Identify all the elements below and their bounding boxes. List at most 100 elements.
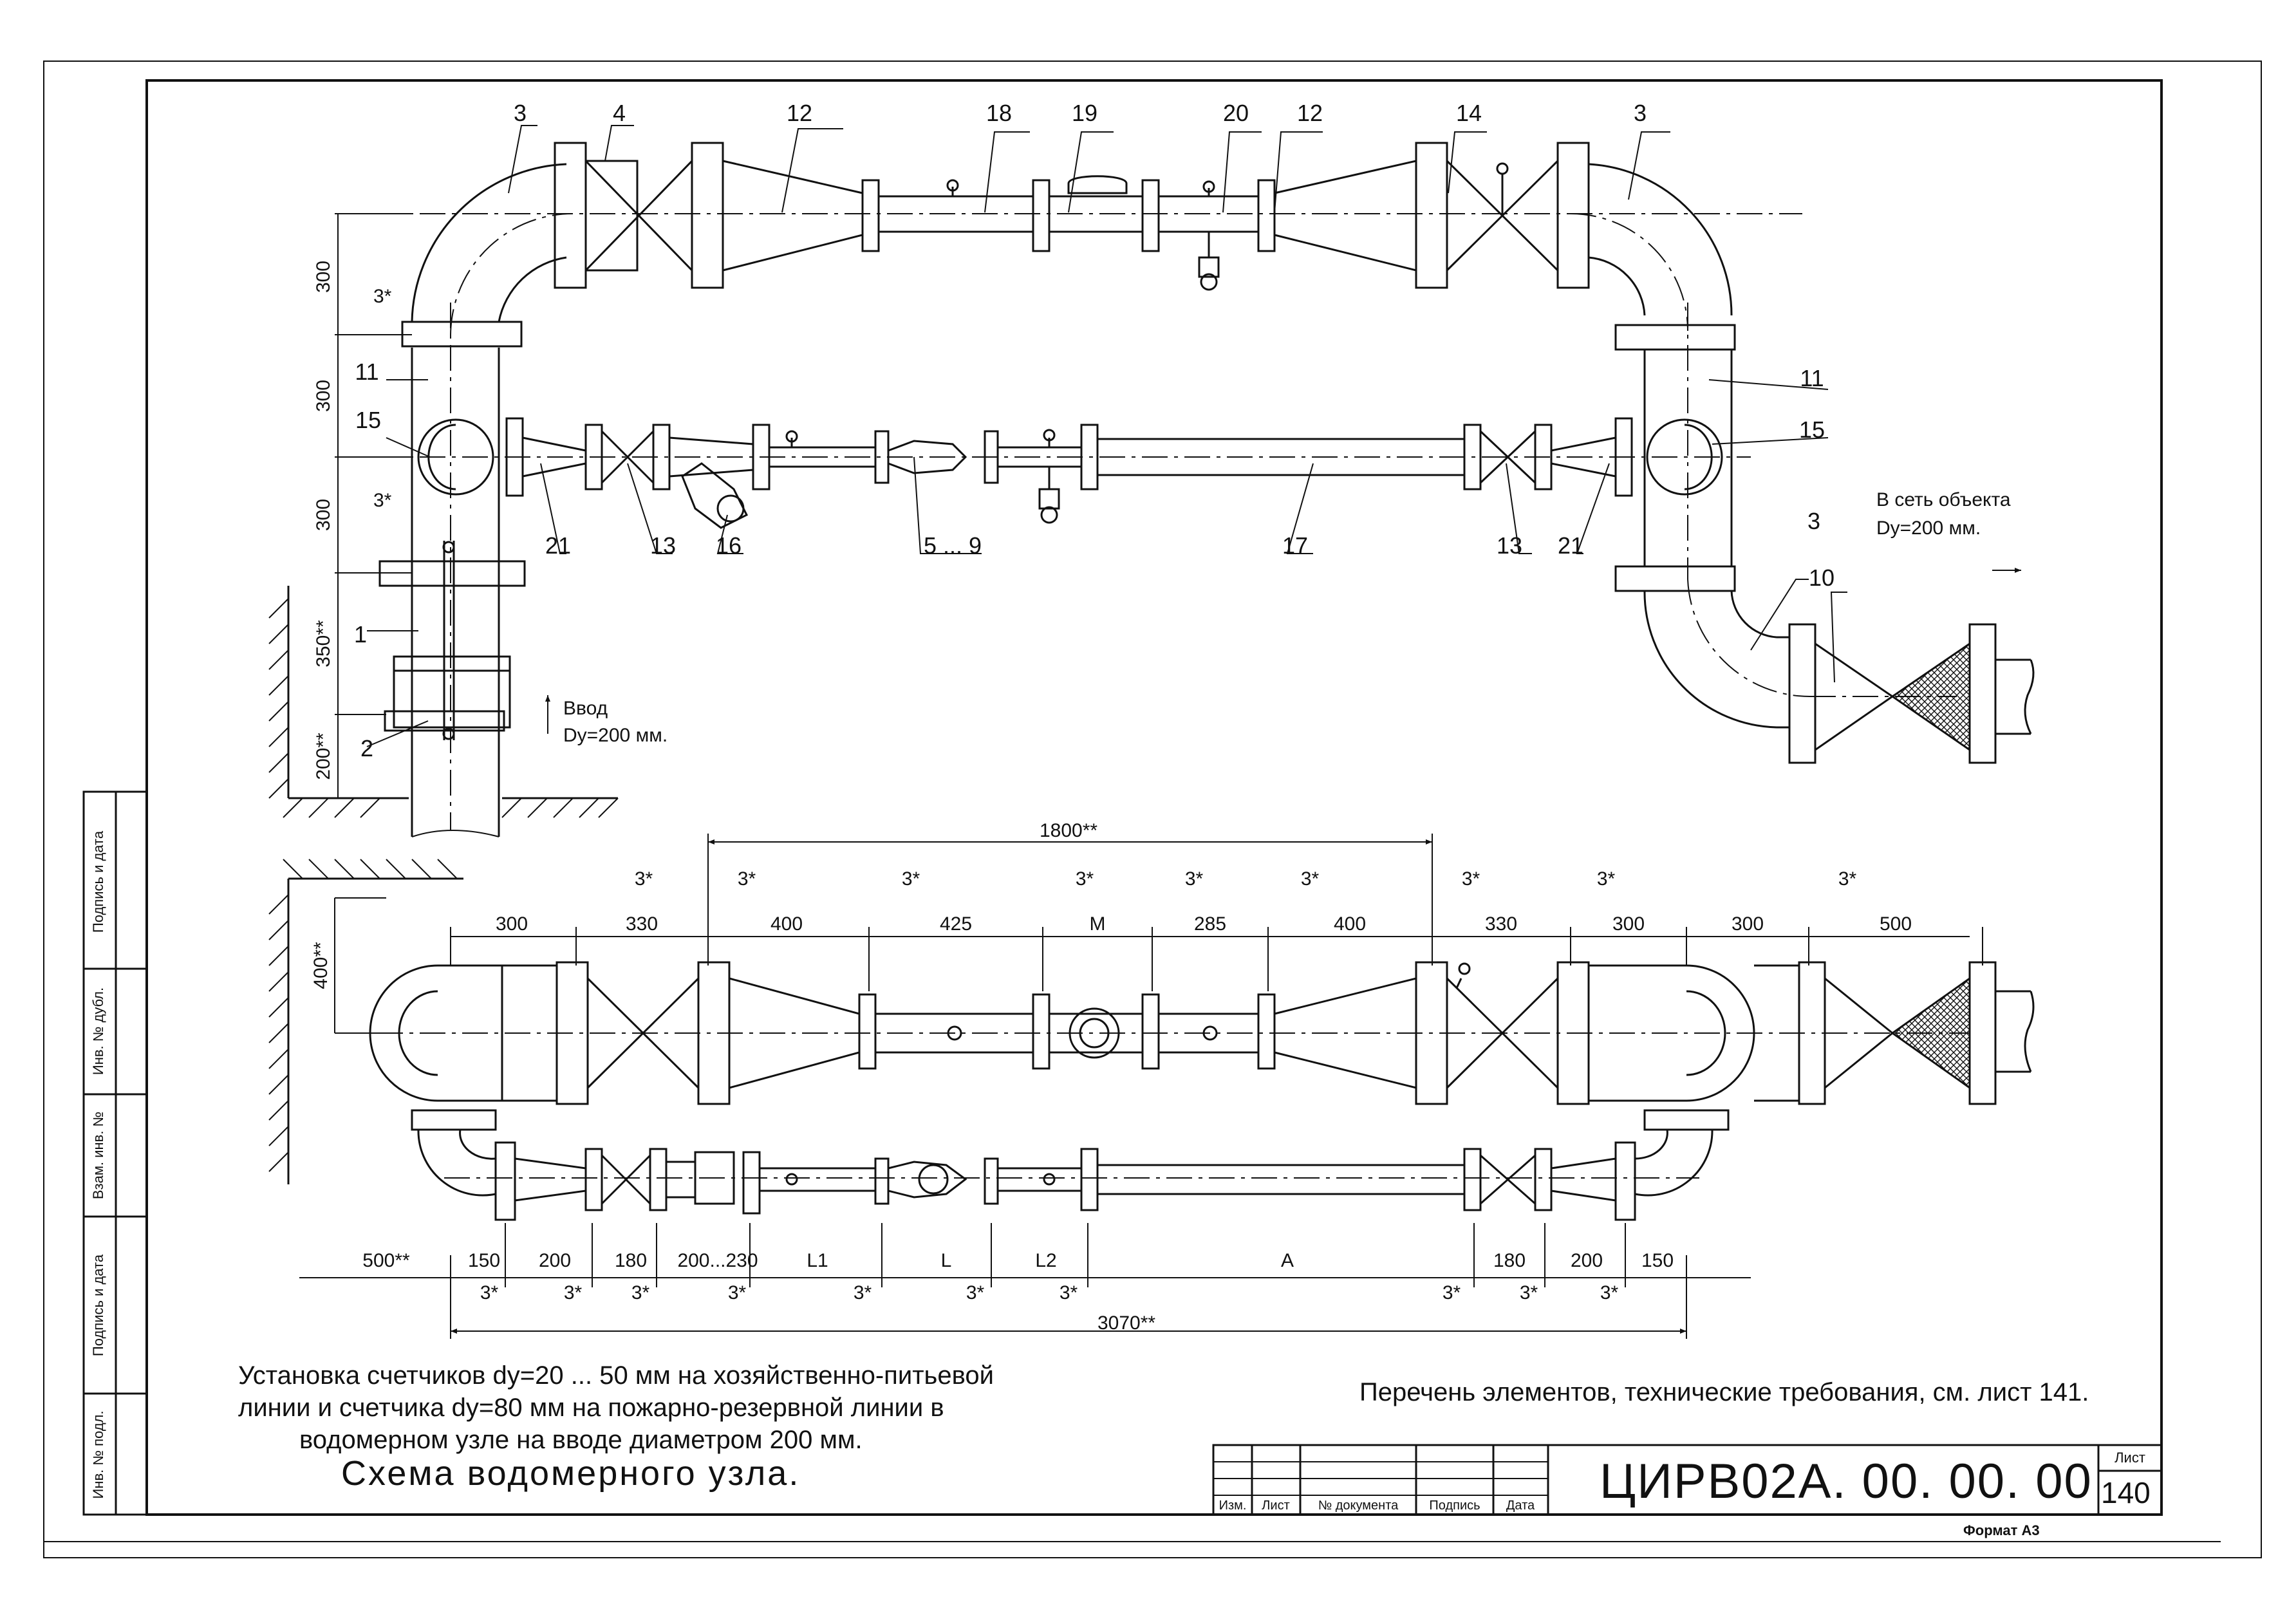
col-izm: Изм. — [1219, 1498, 1247, 1513]
upper-view — [269, 126, 2033, 837]
gap-mark: 3* — [1597, 868, 1616, 890]
gap-mark: 3* — [902, 868, 920, 890]
dim-label: 150 — [1641, 1250, 1674, 1271]
dim-label: 150 — [468, 1250, 500, 1271]
dim-label: 285 — [1194, 913, 1226, 935]
dim-label: 300 — [313, 499, 334, 531]
dim-label: 180 — [615, 1250, 647, 1271]
outlet-size: Dy=200 мм. — [1876, 518, 1981, 539]
dim-label: L2 — [1035, 1250, 1056, 1271]
gap-mark: 3* — [738, 868, 756, 890]
col-doc: № документа — [1318, 1498, 1399, 1513]
reference-note: Перечень элементов, технические требован… — [1359, 1378, 2089, 1406]
outlet-label: В сеть объекта — [1876, 489, 2011, 510]
dim-label: 300 — [313, 261, 334, 293]
pos-label: 18 — [986, 100, 1012, 126]
dim-label: 500 — [1880, 913, 1912, 935]
pos-label: 16 — [716, 532, 742, 559]
pos-label: 20 — [1223, 100, 1249, 126]
pos-label: 15 — [1799, 416, 1825, 443]
stamp-label: Взам. инв. № — [90, 1112, 106, 1199]
upper-position-labels: 3 4 12 18 19 20 12 14 3 11 15 1 2 11 15 … — [354, 100, 1835, 761]
gap-mark: 3* — [854, 1282, 872, 1303]
gap-mark: 3* — [1520, 1282, 1538, 1303]
dim-label: A — [1281, 1250, 1294, 1271]
stamp-label: Инв. № подл. — [90, 1410, 106, 1498]
gap-mark: 3* — [373, 286, 392, 307]
gap-mark: 3* — [966, 1282, 985, 1303]
col-date: Дата — [1506, 1498, 1535, 1513]
description-line-1: Установка счетчиков dy=20 ... 50 мм на х… — [238, 1361, 994, 1390]
pos-label: 19 — [1072, 100, 1097, 126]
paper-format: Формат А3 — [1963, 1522, 2040, 1538]
stamp-label: Подпись и дата — [90, 1254, 106, 1356]
dim-label: L — [941, 1250, 952, 1271]
dim-label: M — [1090, 913, 1106, 935]
gap-mark: 3* — [480, 1282, 499, 1303]
inlet-size: Dy=200 мм. — [563, 725, 668, 746]
pos-label: 21 — [1558, 532, 1583, 559]
flow-annotations: Ввод Dy=200 мм. В сеть объекта Dy=200 мм… — [563, 489, 2011, 746]
dim-label: L1 — [807, 1250, 828, 1271]
plan-top-dims: 1800** 400** 300 330 400 425 M 285 400 3… — [310, 820, 1912, 989]
pos-label: 21 — [545, 532, 571, 559]
gap-mark: 3* — [1600, 1282, 1619, 1303]
stamp-label: Инв. № дубл. — [90, 987, 106, 1075]
dim-label: 425 — [940, 913, 972, 935]
pos-label: 12 — [1297, 100, 1323, 126]
pos-label: 13 — [650, 532, 676, 559]
dim-label: 350** — [313, 620, 334, 667]
title-block-headers: Изм. Лист № документа Подпись Дата Лист — [1219, 1450, 2145, 1513]
pos-label: 5 ... 9 — [924, 532, 982, 559]
pos-label: 12 — [787, 100, 812, 126]
pos-label: 11 — [355, 359, 378, 385]
sheet-label: Лист — [2115, 1450, 2145, 1466]
dim-label: 200 — [1571, 1250, 1603, 1271]
pos-label: 17 — [1282, 532, 1308, 559]
dim-label: 300 — [496, 913, 528, 935]
dim-label: 1800** — [1040, 820, 1097, 841]
inlet-label: Ввод — [563, 698, 608, 719]
pos-label: 13 — [1497, 532, 1522, 559]
gap-mark: 3* — [1301, 868, 1320, 890]
stamp-label: Подпись и дата — [90, 830, 106, 933]
sheet-number: 140 — [2101, 1476, 2151, 1509]
pos-label: 1 — [354, 621, 367, 648]
dim-label: 200** — [313, 733, 334, 780]
pos-label: 4 — [613, 100, 626, 126]
dim-label: 180 — [1493, 1250, 1526, 1271]
pos-label: 10 — [1809, 565, 1835, 591]
document-code: ЦИРВ02А. 00. 00. 00 — [1600, 1454, 2093, 1509]
dim-label: 330 — [1485, 913, 1517, 935]
upper-vertical-dims: 300 300 300 350** 200** 3* 3* — [313, 261, 392, 780]
gap-mark: 3* — [1060, 1282, 1078, 1303]
plan-view — [269, 834, 2033, 1339]
gap-mark: 3* — [631, 1282, 650, 1303]
dim-label: 3070** — [1097, 1312, 1155, 1334]
col-list: Лист — [1262, 1498, 1289, 1513]
description-line-3: водомерном узле на вводе диаметром 200 м… — [299, 1426, 863, 1454]
pos-label: 3 — [514, 100, 527, 126]
pos-label: 14 — [1456, 100, 1482, 126]
dim-label: 330 — [626, 913, 658, 935]
plan-bottom-dims: 500** 150 200 180 200...230 L1 L L2 A 18… — [362, 1250, 1674, 1334]
gap-mark: 3* — [1462, 868, 1480, 890]
gap-mark: 3* — [635, 868, 653, 890]
dim-label: 400** — [310, 942, 331, 989]
side-stamp-column — [84, 792, 147, 1515]
dim-label: 200 — [539, 1250, 571, 1271]
dim-label: 400 — [1334, 913, 1366, 935]
pos-label: 11 — [1800, 365, 1824, 391]
dim-label: 500** — [362, 1250, 410, 1271]
pos-label: 2 — [360, 735, 373, 761]
pos-label: 3 — [1807, 508, 1820, 534]
gap-mark: 3* — [1076, 868, 1094, 890]
title-block — [1213, 1445, 2161, 1515]
gap-mark: 3* — [728, 1282, 747, 1303]
pos-label: 15 — [355, 407, 381, 433]
dim-label: 200...230 — [677, 1250, 758, 1271]
dim-label: 300 — [1732, 913, 1764, 935]
pos-label: 3 — [1634, 100, 1647, 126]
drawing-title: Схема водомерного узла. — [341, 1454, 801, 1493]
